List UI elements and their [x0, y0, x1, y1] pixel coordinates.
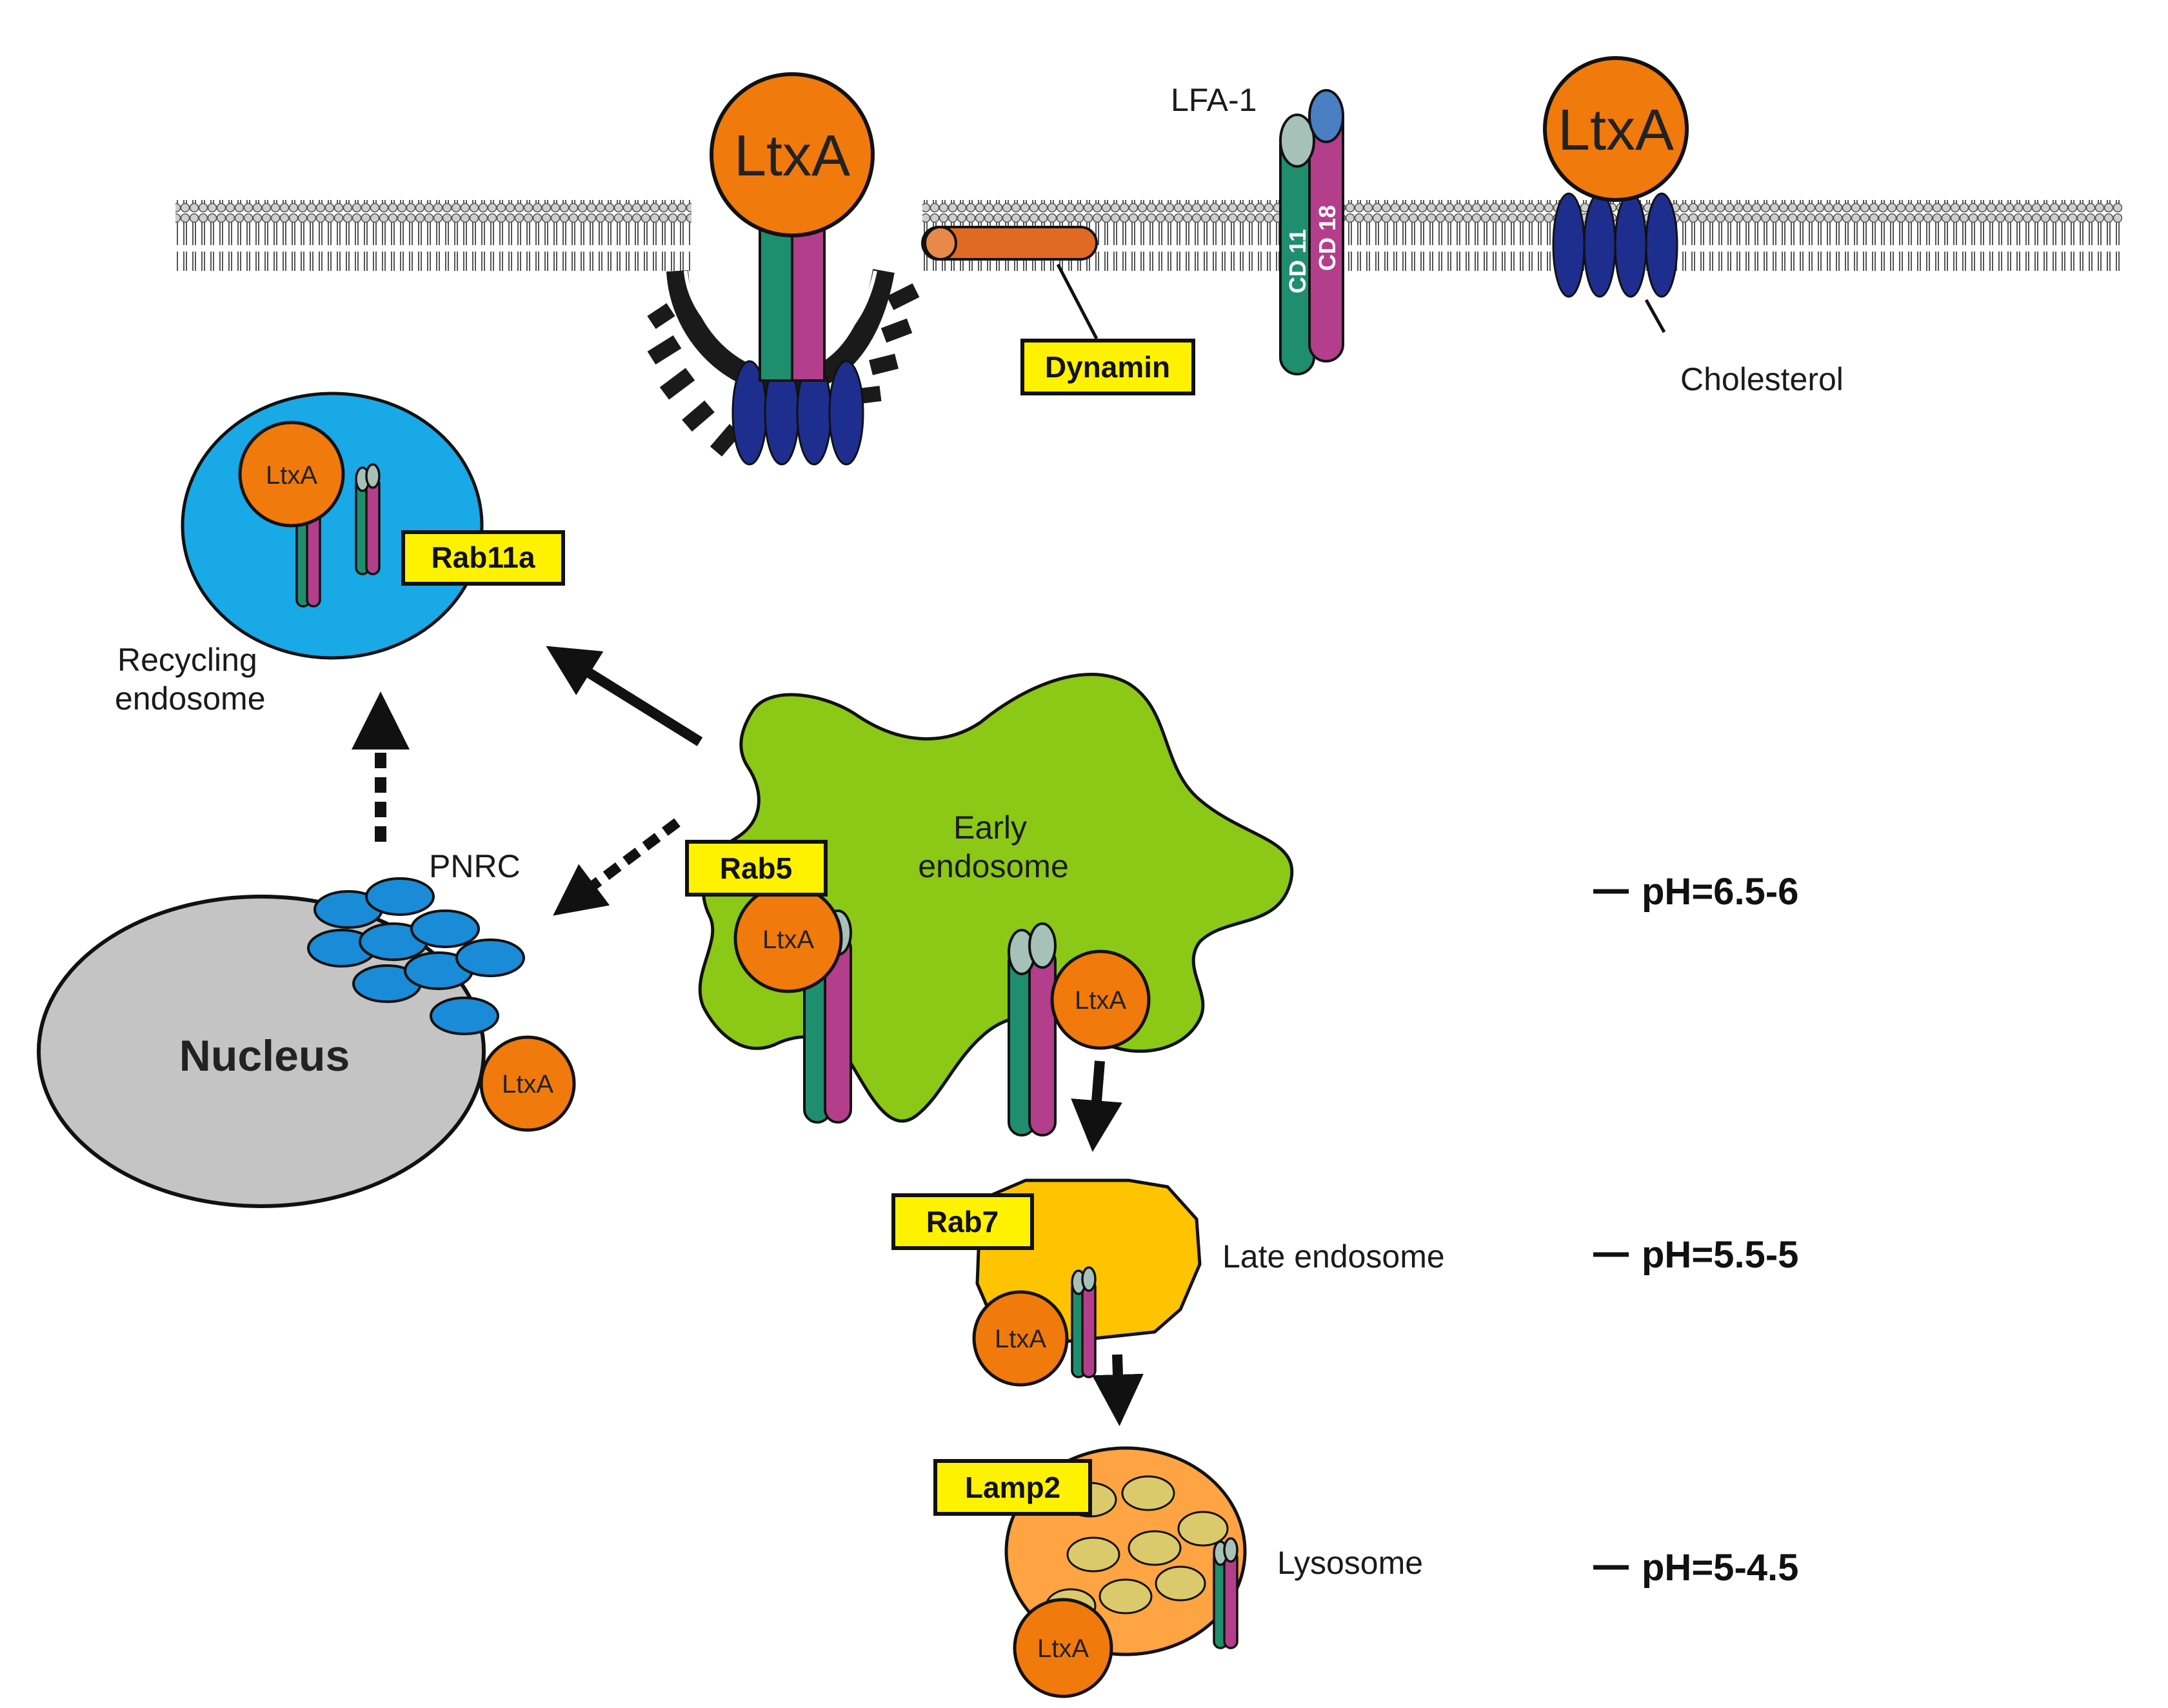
ph-early: pH=6.5-6: [1642, 871, 1798, 913]
lfa1-integrin: CD 11 CD 18: [1279, 89, 1344, 375]
rab5-tag: Rab5: [685, 840, 828, 897]
dynamin-protein: [921, 226, 1099, 340]
rab7-tag: Rab7: [891, 1193, 1034, 1250]
rab5-label: Rab5: [720, 851, 792, 885]
recycling-endosome-label-line2: endosome: [115, 680, 266, 717]
ltxa-label: LtxA: [995, 1325, 1046, 1353]
ltxa-label: LtxA: [266, 461, 317, 490]
ph-late: pH=5.5-5: [1642, 1234, 1798, 1276]
cd18-label: CD 18: [1314, 205, 1340, 271]
lfa1-label: LFA-1: [1171, 82, 1257, 118]
ltxa-label: LtxA: [1075, 986, 1126, 1015]
dynamin-tag: Dynamin: [1020, 339, 1195, 395]
plasma-membrane: [175, 200, 2122, 271]
ltxa-label: LtxA: [1558, 98, 1674, 163]
ltxa-toxin-raft: LtxA: [1543, 56, 1689, 202]
cd11-label: CD 11: [1284, 229, 1311, 293]
lfa1-receptor-pit: [759, 212, 826, 382]
early-endosome-label-line1: Early: [953, 809, 1027, 846]
lamp2-tag: Lamp2: [933, 1459, 1092, 1516]
late-endosome-label: Late endosome: [1222, 1238, 1445, 1275]
lamp2-label: Lamp2: [965, 1471, 1060, 1504]
lysosome-label: Lysosome: [1277, 1545, 1423, 1581]
ltxa-label: LtxA: [502, 1070, 553, 1098]
pnrc-label: PNRC: [429, 848, 521, 884]
pnrc-cluster: [307, 877, 525, 1035]
cholesterol-raft: [1552, 192, 1678, 333]
pathway-arrows: [352, 646, 1144, 1426]
ltxa-toxin-pit: LtxA: [710, 72, 875, 237]
ltxa-label: LtxA: [762, 926, 814, 954]
early-endosome: LtxA LtxA: [698, 673, 1294, 1137]
cholesterol-label: Cholesterol: [1680, 361, 1844, 397]
ltxa-label: LtxA: [1037, 1634, 1089, 1663]
ph-scale: pH=6.5-6 pH=5.5-5 pH=5-4.5: [1593, 871, 1798, 1589]
early-endosome-label-line2: endosome: [918, 848, 1069, 884]
rab7-label: Rab7: [926, 1205, 999, 1238]
ltxa-label: LtxA: [734, 124, 850, 188]
rab11a-tag: Rab11a: [401, 530, 565, 586]
rab11a-label: Rab11a: [431, 541, 535, 574]
cholesterol-cluster-pit: [731, 360, 864, 466]
ph-lysosome: pH=5-4.5: [1642, 1547, 1798, 1589]
recycling-endosome-label-line1: Recycling: [117, 642, 257, 678]
nucleus-label: Nucleus: [179, 1031, 350, 1080]
recycling-endosome: LtxA: [181, 392, 484, 660]
dynamin-label: Dynamin: [1045, 350, 1170, 384]
